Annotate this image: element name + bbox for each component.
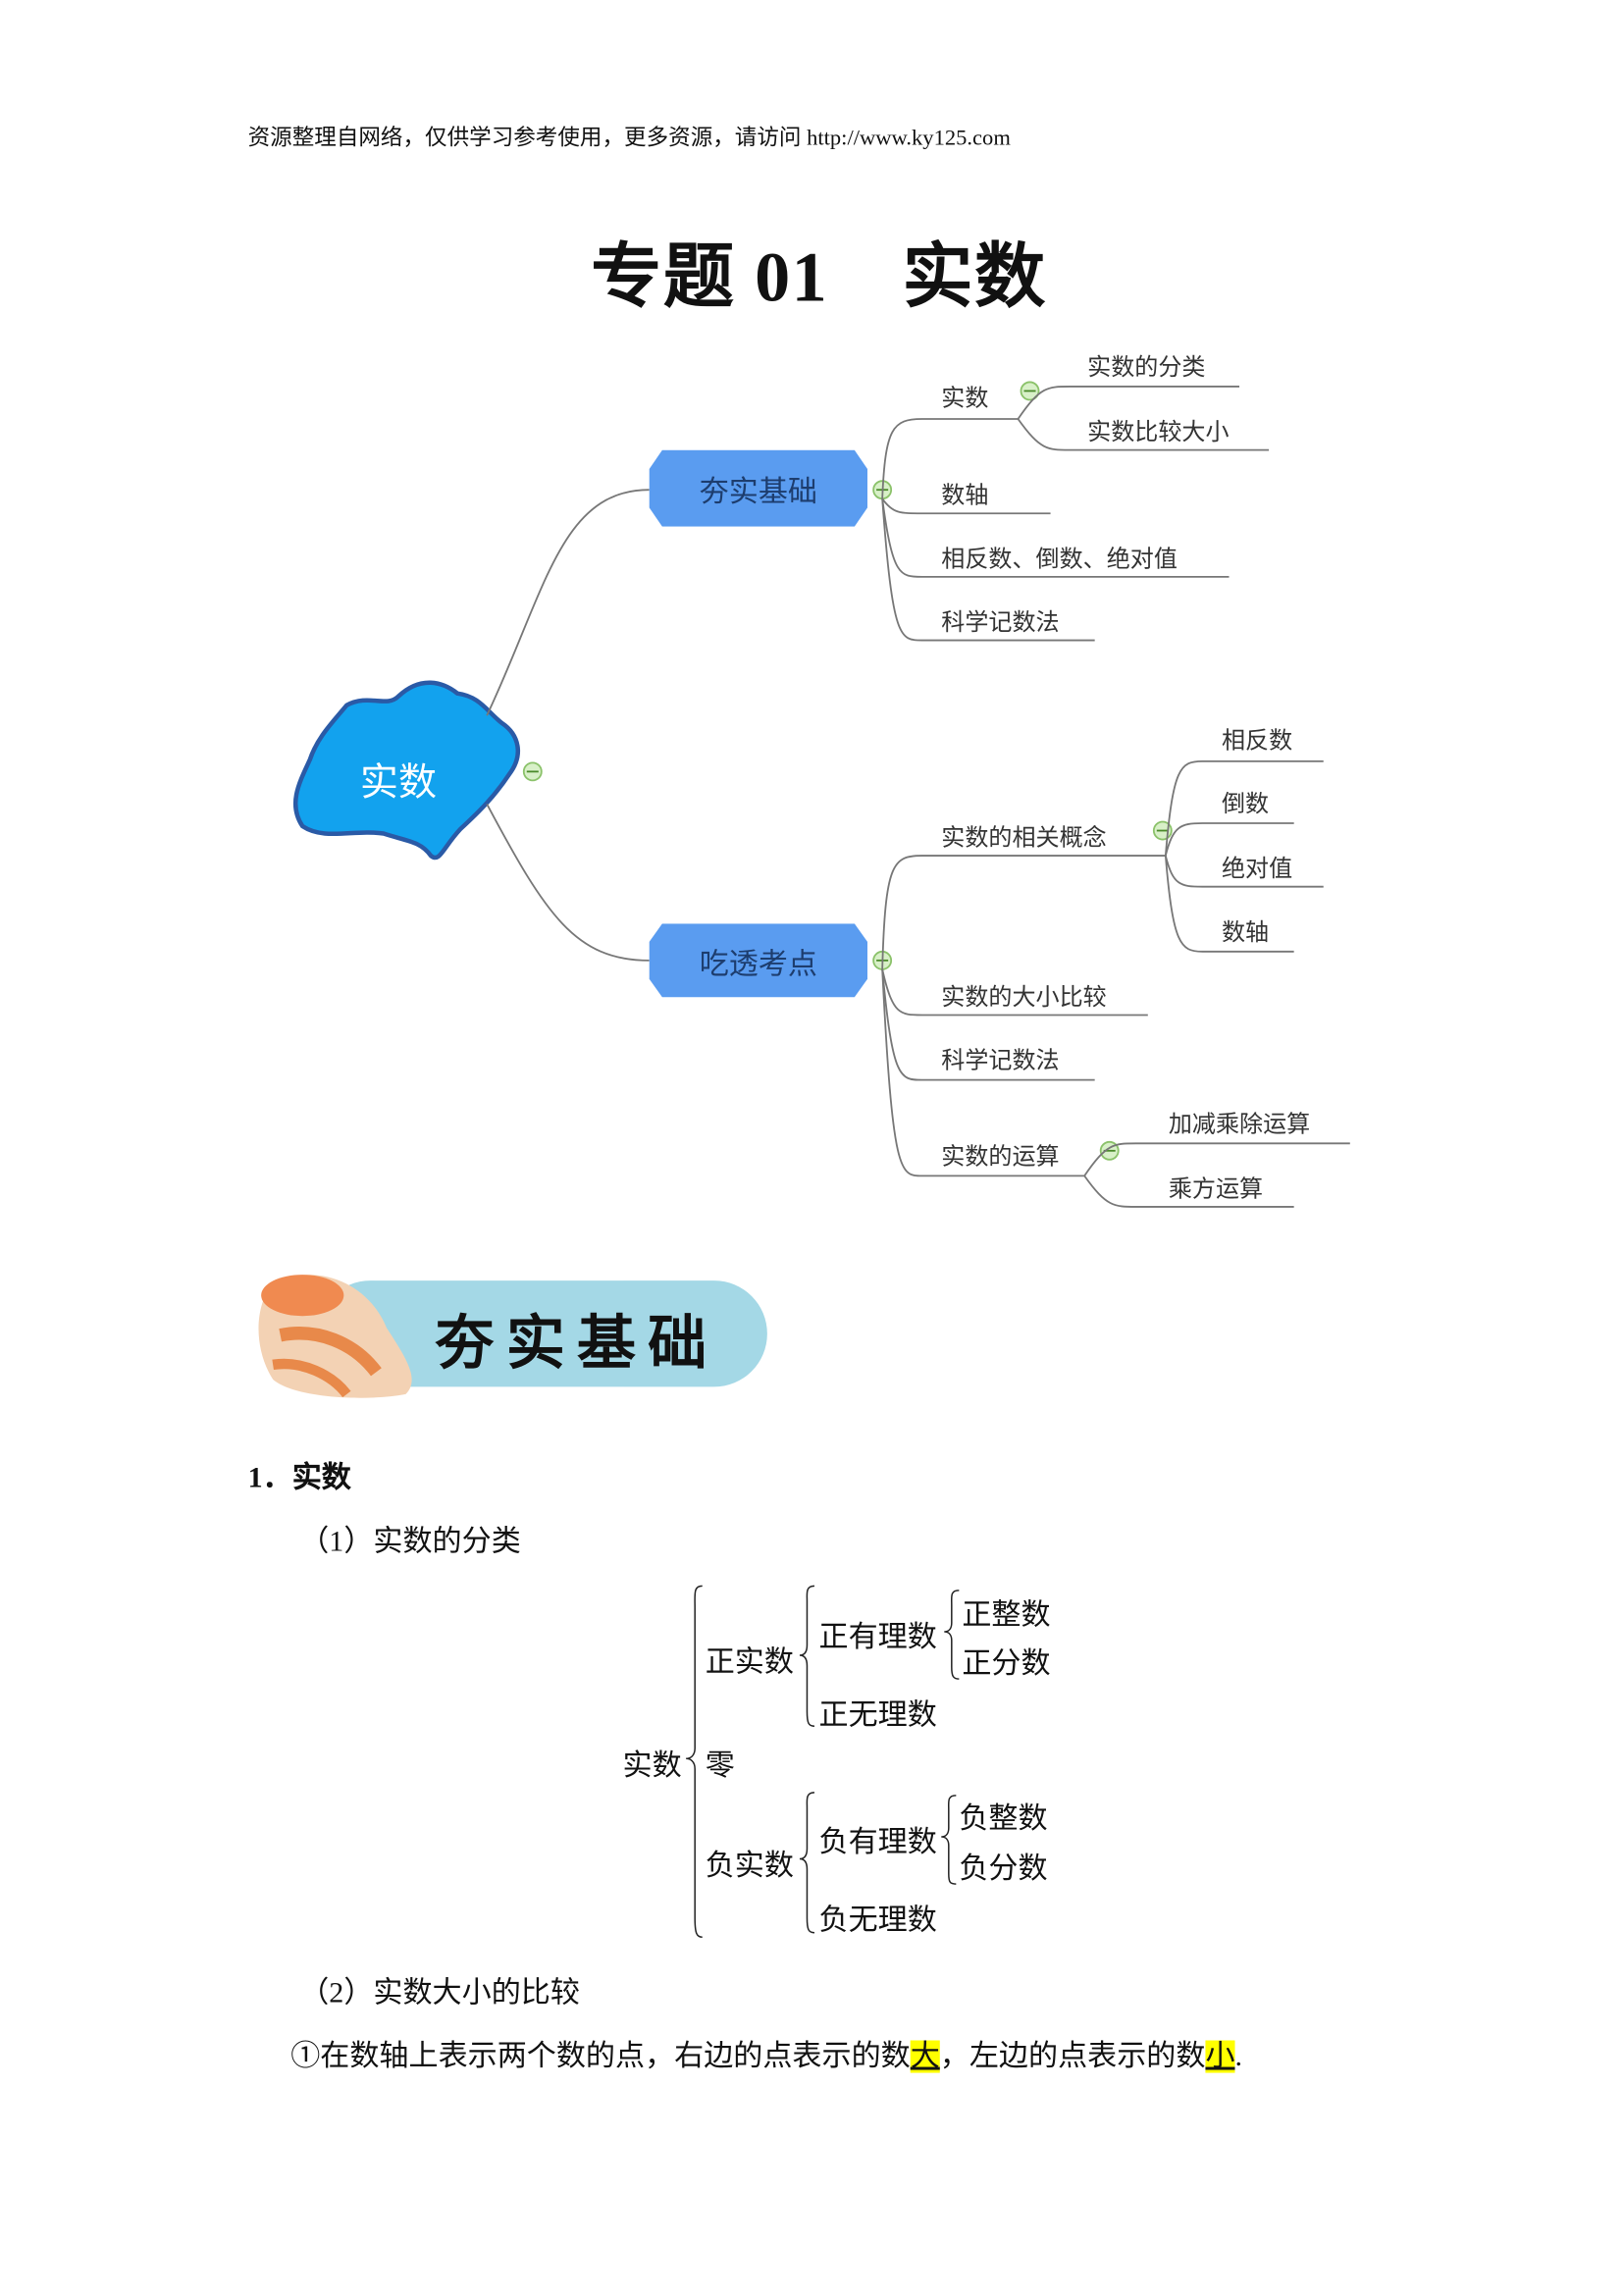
mindmap-root: 实数	[359, 760, 438, 806]
mm-item: 实数	[941, 383, 989, 412]
tree-node: 负有理数	[818, 1826, 937, 1859]
answer-highlight: 小	[1205, 2040, 1235, 2073]
tree-node: 零	[705, 1749, 735, 1783]
title-prefix: 专题 01	[591, 238, 829, 318]
banner-title: 夯实基础	[435, 1310, 719, 1377]
rule-part: ，左边的点表示的数	[939, 2040, 1206, 2073]
mm-item: 乘方运算	[1168, 1174, 1264, 1203]
answer-highlight: 大	[910, 2040, 940, 2073]
rule-part: ①在数轴上表示两个数的点，右边的点表示的数	[290, 2040, 911, 2073]
rule-text: ①在数轴上表示两个数的点，右边的点表示的数大，左边的点表示的数小.	[290, 2031, 1242, 2074]
tree-node: 正无理数	[818, 1699, 937, 1733]
tree-root: 实数	[622, 1749, 682, 1783]
tree-node: 正分数	[962, 1647, 1051, 1681]
shell-icon	[258, 1275, 412, 1398]
mindmap-node-foundation: 夯实基础	[649, 449, 868, 527]
mm-item: 倒数	[1221, 789, 1270, 817]
mindmap-node-keypoints: 吃透考点	[649, 923, 868, 998]
tree-node: 负实数	[705, 1850, 794, 1883]
tree-node: 正实数	[705, 1646, 794, 1680]
mindmap-connectors	[292, 381, 1350, 1208]
mm-item: 实数的大小比较	[941, 982, 1107, 1011]
mm-item: 科学记数法	[941, 1046, 1060, 1074]
mm-item: 相反数、倒数、绝对值	[941, 544, 1178, 573]
mm-item: 相反数	[1221, 725, 1293, 755]
mm-item: 科学记数法	[941, 607, 1060, 637]
mm-item: 实数的分类	[1087, 352, 1206, 381]
mm-item: 实数的运算	[941, 1141, 1060, 1171]
mm-item: 实数比较大小	[1087, 417, 1230, 446]
source-header: 资源整理自网络，仅供学习参考使用，更多资源，请访问 http://www.ky1…	[247, 127, 1011, 151]
page-title: 专题 01 实数	[0, 219, 1623, 322]
mm-item: 加减乘除运算	[1168, 1109, 1311, 1138]
mm-item: 实数的相关概念	[941, 823, 1107, 852]
rule-part: .	[1234, 2040, 1243, 2073]
tree-node: 正有理数	[818, 1621, 937, 1654]
mm-item: 数轴	[941, 481, 989, 509]
mm-item: 绝对值	[1221, 854, 1293, 883]
title-main: 实数	[902, 238, 1047, 318]
tree-node: 正整数	[962, 1598, 1051, 1632]
tree-node: 负整数	[959, 1802, 1048, 1836]
tree-node: 负分数	[959, 1852, 1048, 1886]
mm-item: 数轴	[1221, 917, 1270, 946]
section-banner	[258, 1275, 767, 1398]
subheading: （2）实数大小的比较	[299, 1976, 580, 2009]
subheading: （1）实数的分类	[299, 1525, 521, 1558]
section-heading: 1．实数	[247, 1462, 351, 1495]
root-blob	[292, 680, 520, 861]
tree-node: 负无理数	[818, 1905, 937, 1938]
